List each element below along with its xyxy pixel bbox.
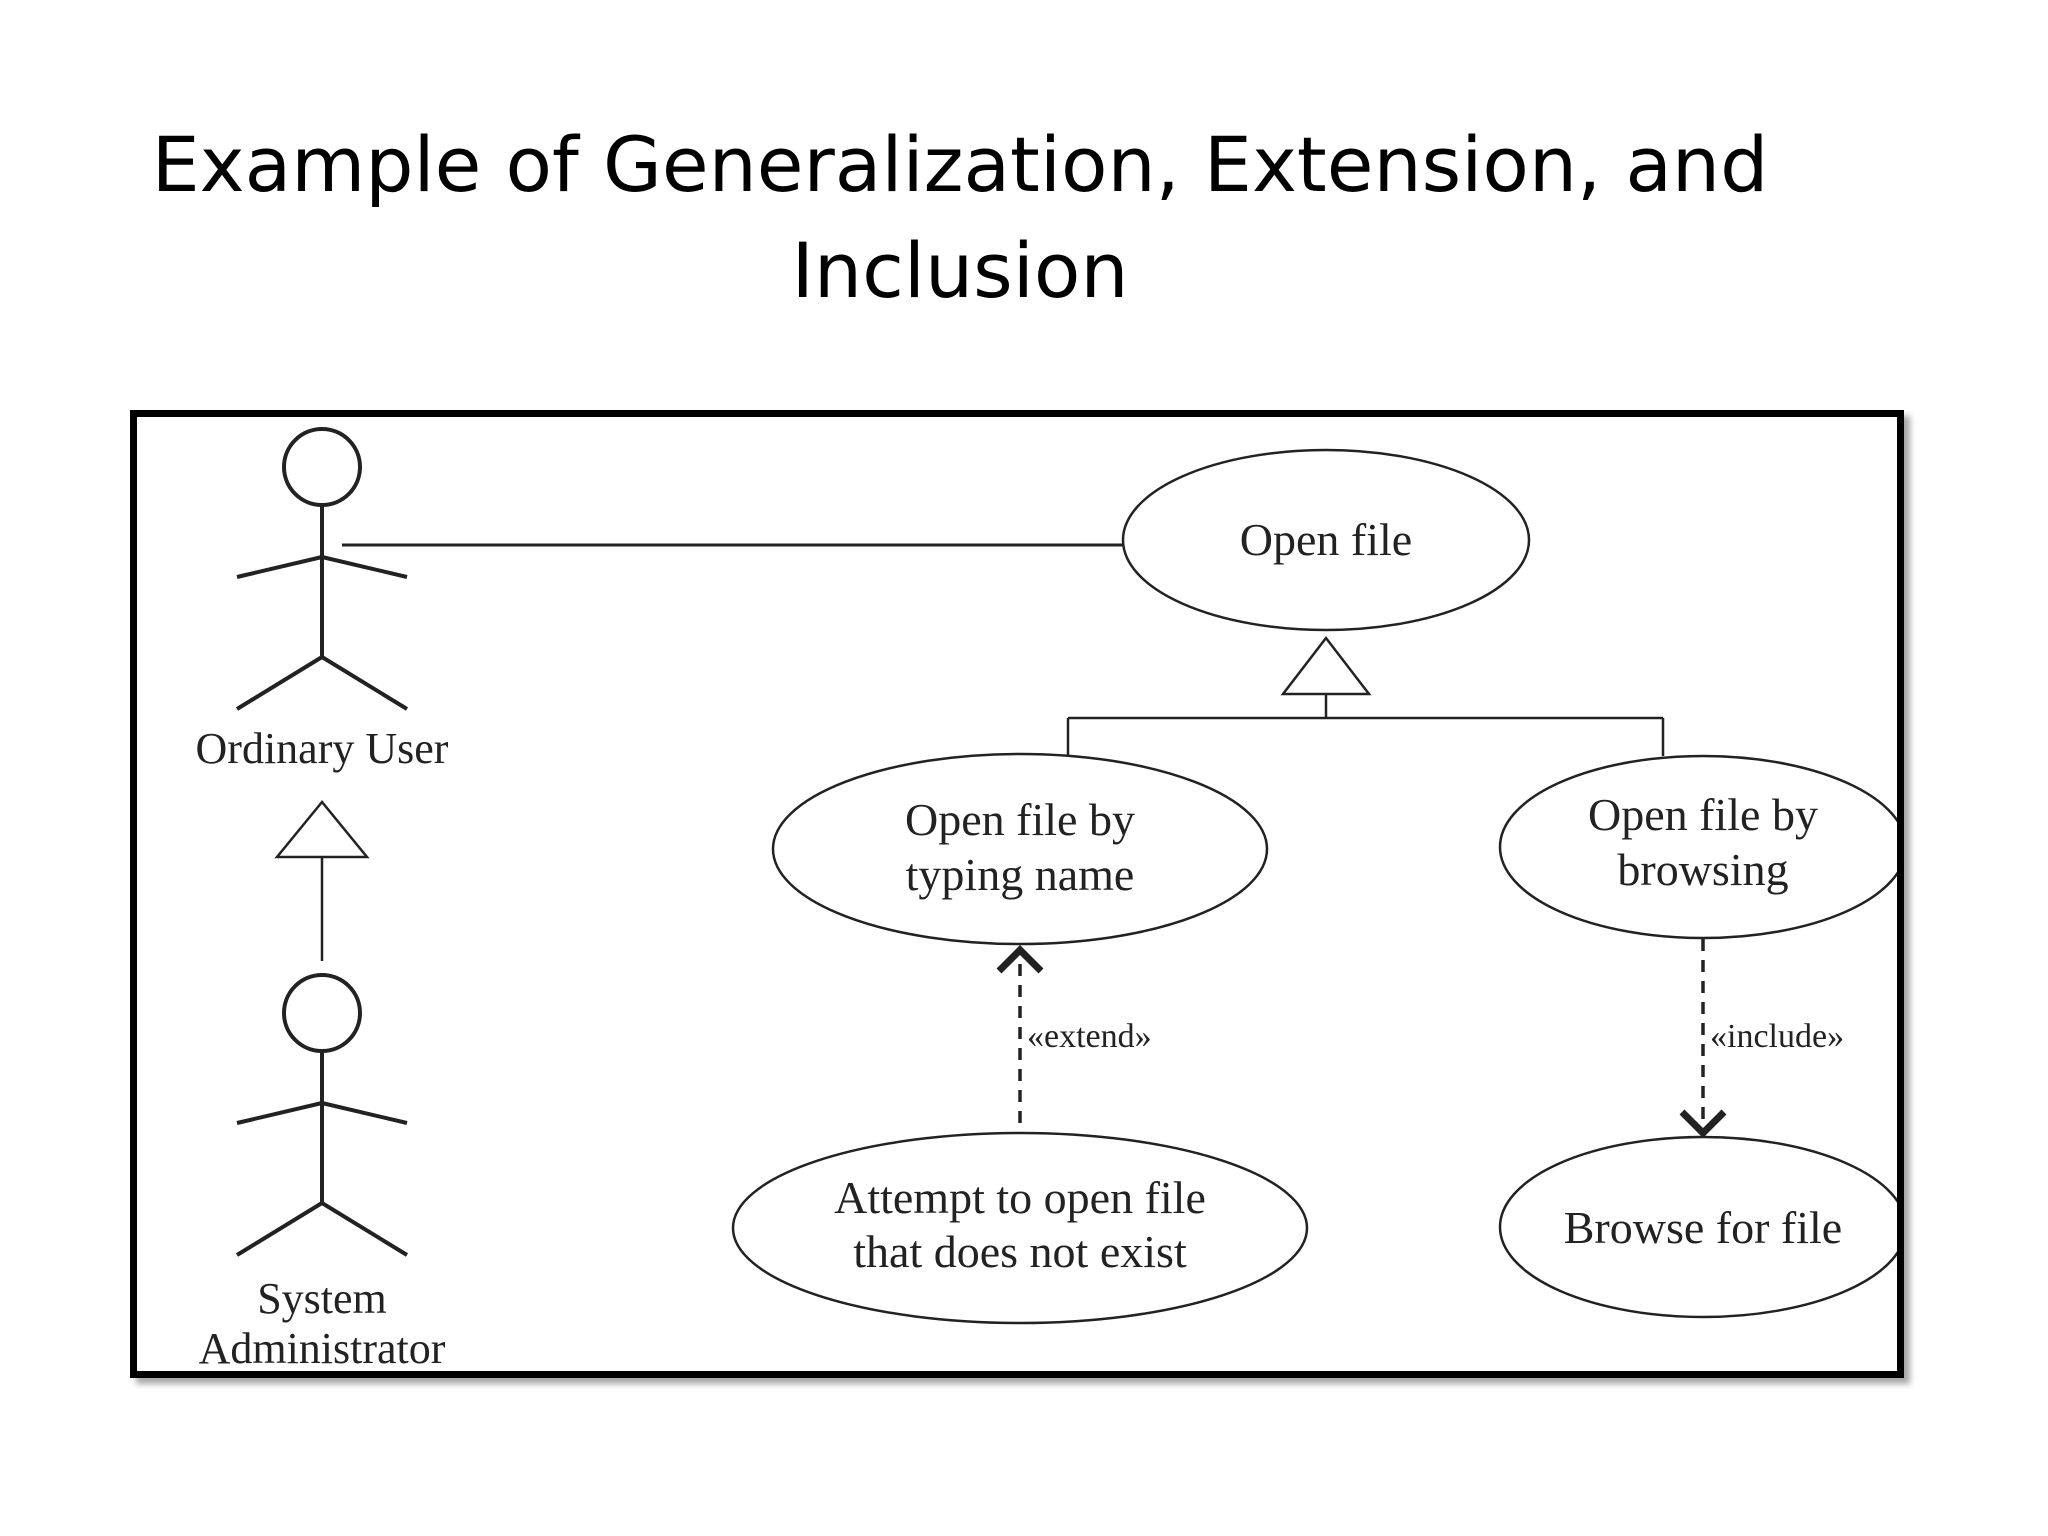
browsing-label-line-1: Open file by xyxy=(1588,789,1818,840)
open-file-label: Open file xyxy=(1240,514,1412,565)
use-case-open-by-browsing: Open file by browsing xyxy=(1498,754,1897,940)
browse-for-file-label: Browse for file xyxy=(1564,1202,1842,1253)
attempt-label-line-1: Attempt to open file xyxy=(834,1172,1206,1223)
extend-label: «extend» xyxy=(1027,1018,1152,1055)
extend-relationship: «extend» xyxy=(996,945,1152,1144)
include-label: «include» xyxy=(1710,1018,1844,1055)
use-case-generalization xyxy=(1066,635,1665,760)
use-case-browse-for-file: Browse for file xyxy=(1498,1135,1897,1319)
typing-label-line-2: typing name xyxy=(906,849,1135,900)
use-case-attempt-open-nonexistent: Attempt to open file that does not exist xyxy=(731,1131,1309,1325)
actor-generalization xyxy=(274,800,370,961)
use-case-diagram: Ordinary User System Administrator Open … xyxy=(130,410,1904,1378)
include-relationship: «include» xyxy=(1679,939,1844,1138)
slide-title: Example of Generalization, Extension, an… xyxy=(0,112,1920,324)
use-case-open-file: Open file xyxy=(1121,448,1531,632)
ordinary-user-label: Ordinary User xyxy=(196,724,449,773)
use-case-open-by-typing: Open file by typing name xyxy=(771,752,1269,946)
attempt-label-line-2: that does not exist xyxy=(853,1226,1187,1277)
system-admin-label-line-1: System xyxy=(257,1274,387,1323)
system-admin-label-line-2: Administrator xyxy=(199,1324,446,1371)
typing-label-line-1: Open file by xyxy=(905,794,1135,845)
ordinary-user-actor-icon xyxy=(235,427,409,711)
slide-title-line-2: Inclusion xyxy=(791,226,1129,315)
system-administrator-actor-icon xyxy=(235,973,409,1257)
browsing-label-line-2: browsing xyxy=(1617,844,1788,895)
diagram-canvas: Ordinary User System Administrator Open … xyxy=(196,427,1897,1371)
slide-title-line-1: Example of Generalization, Extension, an… xyxy=(151,120,1769,209)
